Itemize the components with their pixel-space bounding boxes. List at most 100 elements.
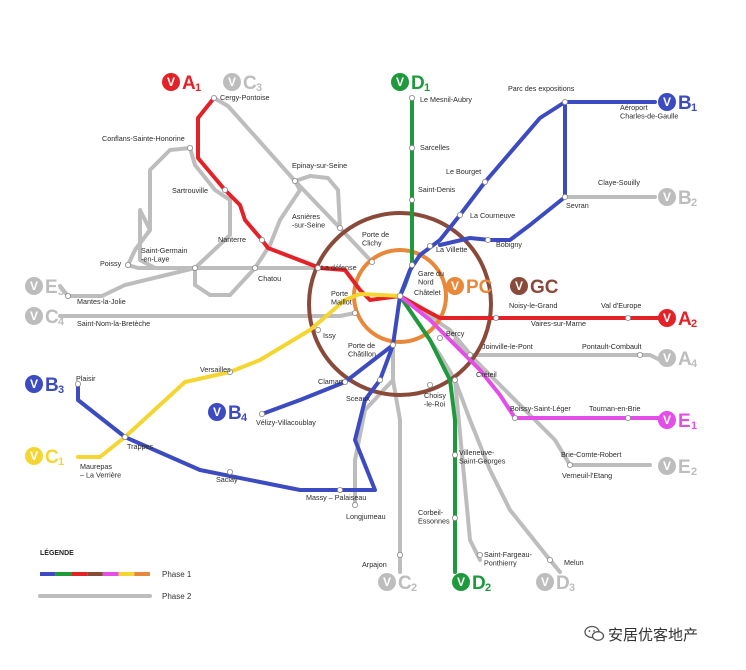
station-dot[interactable] (547, 557, 554, 564)
station-label-mesnil: Le Mesnil-Aubry (420, 95, 472, 104)
badge-line-name: B (228, 403, 242, 424)
badge-line-name: E (678, 411, 691, 432)
station-dot[interactable] (186, 144, 193, 151)
station-dot[interactable] (408, 261, 415, 268)
station-dot[interactable] (389, 341, 396, 348)
line-c2 (391, 343, 402, 574)
badge-line-sub: 3 (58, 286, 64, 298)
station-label-chatou: Chatou (258, 274, 281, 283)
badge-circle (658, 93, 676, 111)
station-dot[interactable] (451, 451, 458, 458)
station-dot[interactable] (258, 410, 265, 417)
station-dot[interactable] (314, 326, 321, 333)
badge-v-letter: V (396, 75, 404, 89)
station-dot[interactable] (341, 378, 348, 385)
station-dot[interactable] (476, 552, 483, 559)
station-dot[interactable] (625, 414, 632, 421)
station-dot[interactable] (492, 314, 499, 321)
station-dot[interactable] (426, 242, 433, 249)
station-dot[interactable] (466, 351, 473, 358)
station-dot[interactable] (396, 292, 404, 300)
station-dot[interactable] (567, 461, 574, 468)
station-dot[interactable] (258, 236, 265, 243)
station-dot[interactable] (122, 433, 129, 440)
badge-line-sub: 1 (58, 456, 64, 468)
line-c4 (58, 311, 357, 318)
station-dot[interactable] (408, 196, 415, 203)
badge-line-sub: 1 (195, 82, 201, 94)
station-dot[interactable] (226, 468, 233, 475)
station-dot[interactable] (75, 380, 82, 387)
line-a2 (398, 294, 662, 320)
station-label-creteil: Créteil (476, 370, 497, 379)
badge-line-sub: 3 (256, 82, 262, 94)
station-dot[interactable] (396, 552, 403, 559)
station-dot[interactable] (436, 334, 443, 341)
station-dot[interactable] (251, 264, 258, 271)
badge-line-sub: 3 (58, 384, 64, 396)
station-dot[interactable] (210, 95, 217, 102)
station-label-arpajon: Arpajon (362, 560, 387, 569)
station-dot[interactable] (426, 381, 433, 388)
station-dot[interactable] (562, 193, 569, 200)
station-label-noisy: Noisy-le-Grand (509, 301, 557, 310)
station-dot[interactable] (221, 186, 228, 193)
station-dot[interactable] (408, 144, 415, 151)
station-dot[interactable] (314, 264, 321, 271)
station-dot[interactable] (351, 309, 358, 316)
station-dot[interactable] (336, 486, 343, 493)
phase1-lines (76, 96, 662, 574)
station-dot[interactable] (637, 351, 644, 358)
legend-phase1-label: Phase 1 (162, 570, 192, 579)
badge-circle (25, 375, 43, 393)
badge-line-sub: 4 (58, 316, 65, 328)
badge-v-letter: V (663, 311, 671, 325)
station-dot[interactable] (191, 264, 198, 271)
station-dot[interactable] (625, 314, 632, 321)
station-label-plaisir: Plaisir (76, 374, 96, 383)
station-dot[interactable] (481, 178, 488, 185)
station-label-longjumeau: Longjumeau (346, 512, 386, 521)
line-nanterre-loop (193, 266, 257, 297)
badge-line-name: C (45, 307, 59, 328)
station-dot[interactable] (408, 95, 415, 102)
station-label-epinay: Epinay-sur-Seine (292, 161, 347, 170)
station-label-asnieres: Asnières-sur-Seine (292, 212, 325, 230)
station-dot[interactable] (451, 376, 458, 383)
station-label-melun: Melun (564, 558, 584, 567)
station-dot[interactable] (484, 236, 491, 243)
station-label-clamart: Clamart (318, 377, 343, 386)
badge-line-name: A (182, 73, 196, 94)
station-dot[interactable] (351, 501, 358, 508)
station-dot[interactable] (65, 292, 72, 299)
station-dot[interactable] (456, 211, 463, 218)
badge-line-name: B (678, 93, 692, 114)
station-dot[interactable] (376, 376, 383, 383)
station-dot[interactable] (226, 368, 233, 375)
station-dot[interactable] (451, 515, 458, 522)
badge-v-letter: V (457, 575, 465, 589)
station-label-sartrouville: Sartrouville (172, 186, 208, 195)
station-dot[interactable] (368, 258, 375, 265)
station-labels: Cergy-PontoiseConflans-Sainte-HonorineSa… (76, 84, 678, 569)
station-dot[interactable] (336, 224, 343, 231)
badge-line-name: A (678, 309, 692, 330)
station-dot[interactable] (125, 261, 132, 268)
station-label-tournan: Tournan-en-Brie (589, 404, 641, 413)
station-dot[interactable] (512, 414, 519, 421)
station-label-villette: La Villette (436, 245, 467, 254)
phase2-lines (38, 96, 662, 598)
legend: LÉGENDE Phase 1 Phase 2 (40, 548, 192, 601)
station-dot[interactable] (562, 99, 569, 106)
station-label-versailles: Versailles (200, 365, 231, 374)
station-dot[interactable] (291, 177, 298, 184)
badge-v-letter: V (663, 351, 671, 365)
